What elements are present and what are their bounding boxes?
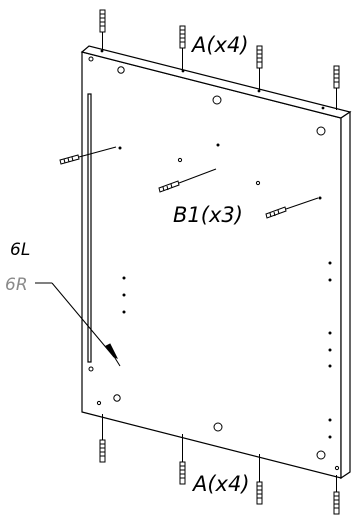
pin-top-4	[333, 65, 340, 110]
label-top-pins: A(x4)	[190, 33, 249, 57]
top-pins	[99, 9, 340, 110]
bottom-pins	[99, 414, 340, 515]
label-bottom-pins: A(x4)	[191, 472, 250, 496]
pin-top-1	[99, 9, 106, 50]
dowels	[59, 146, 319, 219]
label-part-left: 6L	[10, 240, 30, 260]
panel	[80, 45, 352, 480]
label-dowels: B1(x3)	[173, 203, 243, 227]
pin-bottom-2	[179, 434, 186, 485]
dowel-2	[158, 168, 217, 193]
dowel-3	[265, 197, 319, 219]
pin-bottom-3	[256, 454, 263, 505]
dowel-1	[59, 146, 117, 165]
pin-top-3	[256, 45, 263, 90]
pin-bottom-1	[99, 414, 106, 463]
panel-front-face	[81, 51, 342, 479]
face-dots	[118, 143, 332, 439]
panel-groove	[87, 93, 92, 363]
pin-top-2	[179, 25, 186, 70]
top-edge-holes	[100, 49, 325, 110]
label-part-right: 6R	[5, 275, 28, 295]
part-leader	[35, 282, 121, 367]
face-holes	[88, 56, 340, 471]
panel-right-edge	[340, 110, 351, 480]
pin-bottom-4	[333, 475, 340, 515]
